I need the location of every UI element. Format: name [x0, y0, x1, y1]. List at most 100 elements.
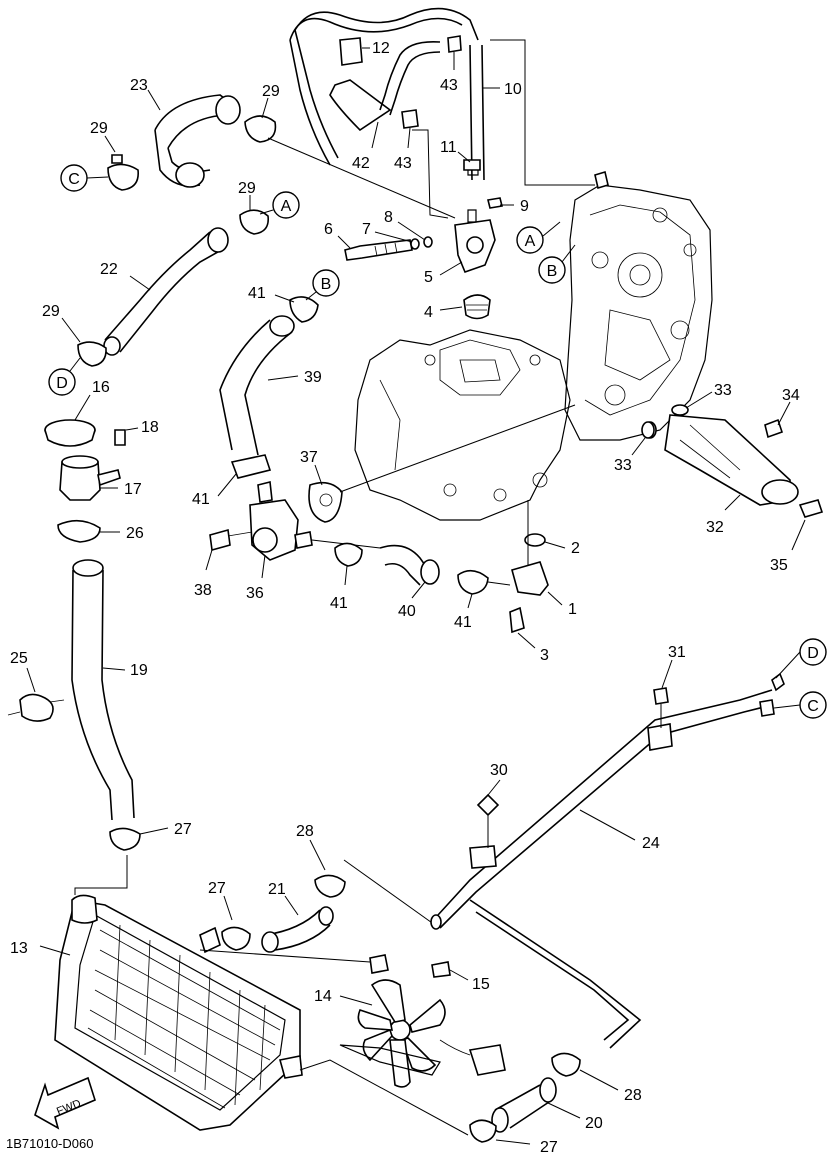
svg-text:27: 27 [208, 880, 226, 897]
callout-D-left: D [48, 357, 81, 396]
part-label-4: 4 [424, 304, 463, 321]
svg-text:22: 22 [100, 261, 118, 278]
part-label-35: 35 [770, 519, 806, 574]
fan-motor [199, 949, 506, 1088]
svg-text:26: 26 [126, 525, 144, 542]
callout-label: C [68, 171, 80, 188]
callout-A-right: A [516, 221, 561, 254]
part-label-9: 9 [500, 198, 529, 215]
svg-text:37: 37 [300, 449, 318, 466]
upper-hoses [289, 7, 609, 219]
part-label-29-left: 29 [42, 303, 81, 343]
part-label-29-middle: 29 [238, 180, 256, 210]
svg-text:3: 3 [540, 647, 549, 664]
svg-text:18: 18 [141, 419, 159, 436]
engine-crankcase [354, 184, 713, 521]
fwd-arrow: FWD [34, 1076, 96, 1130]
thermostat-housing [344, 164, 503, 320]
callout-label: C [807, 698, 819, 715]
part-label-16: 16 [74, 379, 110, 421]
svg-text:27: 27 [174, 821, 192, 838]
diagram-code: 1B71010-D060 [6, 1136, 94, 1151]
svg-text:41: 41 [454, 614, 472, 631]
svg-text:20: 20 [585, 1115, 603, 1132]
hose-19-group [7, 559, 141, 895]
svg-text:23: 23 [130, 77, 148, 94]
svg-text:33: 33 [714, 382, 732, 399]
part-label-14: 14 [314, 988, 373, 1006]
water-pump-group [209, 404, 576, 634]
svg-text:41: 41 [192, 491, 210, 508]
part-label-43-top: 43 [440, 52, 458, 94]
svg-text:40: 40 [398, 603, 416, 620]
svg-text:16: 16 [92, 379, 110, 396]
svg-text:30: 30 [490, 762, 508, 779]
part-label-15: 15 [449, 969, 490, 993]
part-label-25: 25 [10, 650, 36, 693]
part-label-7: 7 [362, 221, 413, 243]
svg-text:25: 25 [10, 650, 28, 667]
svg-text:38: 38 [194, 582, 212, 599]
part-label-6: 6 [324, 221, 351, 249]
svg-text:43: 43 [440, 77, 458, 94]
callout-D-right: D [799, 638, 827, 666]
part-label-1: 1 [547, 591, 577, 618]
part-label-27-upper: 27 [139, 821, 192, 838]
part-label-18: 18 [125, 419, 159, 436]
part-label-38: 38 [194, 549, 213, 599]
part-label-33-upper: 33 [685, 382, 732, 409]
callout-label: A [525, 233, 536, 250]
callout-label: D [807, 645, 819, 662]
svg-text:19: 19 [130, 662, 148, 679]
part-label-31: 31 [661, 644, 686, 689]
svg-text:21: 21 [268, 881, 286, 898]
svg-text:35: 35 [770, 557, 788, 574]
callout-C-right: C [799, 691, 827, 719]
callout-label: D [56, 375, 68, 392]
part-label-41-top: 41 [248, 285, 295, 303]
callout-B-top: B [305, 269, 340, 301]
svg-text:36: 36 [246, 585, 264, 602]
part-label-12: 12 [362, 40, 390, 57]
part-label-21: 21 [268, 881, 299, 916]
part-label-27-lower: 27 [495, 1139, 558, 1154]
part-label-19: 19 [102, 662, 148, 679]
part-label-41-middle: 41 [192, 473, 237, 508]
part-label-42: 42 [352, 121, 379, 172]
part-label-29-top-right: 29 [261, 83, 280, 119]
hose-20-group [299, 1052, 581, 1143]
svg-text:5: 5 [424, 269, 433, 286]
svg-text:42: 42 [352, 155, 370, 172]
hose-23-group [107, 94, 456, 219]
part-label-26: 26 [100, 525, 144, 542]
svg-text:7: 7 [362, 221, 371, 238]
hose-22-group [77, 209, 270, 367]
part-label-36: 36 [246, 554, 266, 602]
svg-text:33: 33 [614, 457, 632, 474]
svg-text:32: 32 [706, 519, 724, 536]
part-label-13: 13 [10, 940, 71, 957]
part-label-41-lower-right: 41 [454, 593, 473, 631]
seals [641, 421, 655, 439]
svg-text:24: 24 [642, 835, 660, 852]
part-label-28-lower: 28 [579, 1069, 642, 1104]
hose-39-group [219, 296, 319, 479]
svg-text:31: 31 [668, 644, 686, 661]
svg-text:15: 15 [472, 976, 490, 993]
svg-text:28: 28 [624, 1087, 642, 1104]
svg-text:41: 41 [330, 595, 348, 612]
svg-text:10: 10 [504, 81, 522, 98]
svg-text:39: 39 [304, 369, 322, 386]
part-label-23: 23 [130, 77, 161, 111]
part-label-28-upper: 28 [296, 823, 326, 871]
outlet-pipe-32 [643, 404, 824, 518]
callout-label: B [547, 263, 558, 280]
svg-text:12: 12 [372, 40, 390, 57]
callout-label: B [321, 276, 332, 293]
svg-text:43: 43 [394, 155, 412, 172]
svg-text:29: 29 [238, 180, 256, 197]
svg-text:11: 11 [440, 139, 457, 156]
svg-text:41: 41 [248, 285, 266, 302]
part-label-22: 22 [100, 261, 151, 291]
